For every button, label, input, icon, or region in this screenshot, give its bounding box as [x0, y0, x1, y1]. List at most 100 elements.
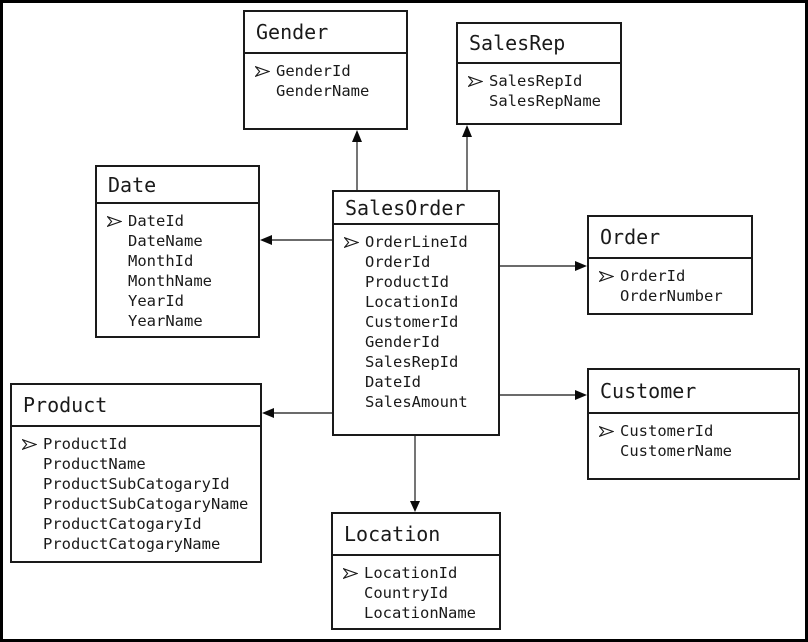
- table-gender-title: Gender: [245, 12, 406, 54]
- field-name: GenderId: [365, 333, 440, 351]
- field-row: DateName: [107, 231, 258, 251]
- table-gender[interactable]: Gender GenderId GenderName: [243, 10, 408, 130]
- field-row: SalesRepId: [344, 352, 498, 372]
- primary-key-icon: [599, 425, 620, 437]
- table-customer-title: Customer: [589, 370, 798, 414]
- field-row: CustomerName: [599, 441, 798, 461]
- field-name: ProductId: [365, 273, 449, 291]
- field-row: YearName: [107, 311, 258, 331]
- field-row: LocationId: [344, 292, 498, 312]
- field-row: CountryId: [343, 583, 499, 603]
- field-name: SalesRepId: [365, 353, 459, 371]
- field-row: OrderId: [599, 266, 751, 286]
- field-name: LocationId: [364, 564, 458, 582]
- table-location[interactable]: Location LocationId CountryId LocationNa…: [331, 512, 501, 630]
- field-row: DateId: [344, 372, 498, 392]
- primary-key-icon: [344, 236, 365, 248]
- field-name: ProductCatogaryId: [43, 515, 202, 533]
- table-salesorder-title: SalesOrder: [334, 192, 498, 225]
- field-name: ProductName: [43, 455, 146, 473]
- field-row: MonthId: [107, 251, 258, 271]
- relationship-arrow-gender: [352, 130, 362, 190]
- field-name: GenderId: [276, 62, 351, 80]
- field-name: GenderName: [276, 82, 370, 100]
- field-row: SalesRepId: [468, 71, 620, 91]
- field-name: OrderNumber: [620, 287, 723, 305]
- table-location-fields: LocationId CountryId LocationName: [333, 556, 499, 623]
- table-location-title: Location: [333, 514, 499, 556]
- relationship-arrow-order: [500, 261, 587, 271]
- field-name: ProductCatogaryName: [43, 535, 221, 553]
- field-name: YearId: [128, 292, 184, 310]
- field-name: MonthId: [128, 252, 194, 270]
- table-product[interactable]: Product ProductId ProductName ProductSub…: [10, 383, 262, 563]
- field-name: YearName: [128, 312, 203, 330]
- field-name: CustomerId: [365, 313, 459, 331]
- primary-key-icon: [468, 75, 489, 87]
- table-gender-fields: GenderId GenderName: [245, 54, 406, 101]
- table-salesorder[interactable]: SalesOrder OrderLineId OrderId ProductId…: [332, 190, 500, 436]
- primary-key-icon: [343, 567, 364, 579]
- field-name: CustomerName: [620, 442, 732, 460]
- field-row: ProductCatogaryName: [22, 534, 260, 554]
- field-name: SalesRepName: [489, 92, 601, 110]
- field-row: SalesRepName: [468, 91, 620, 111]
- field-row: ProductId: [344, 272, 498, 292]
- field-name: SalesRepId: [489, 72, 583, 90]
- table-customer[interactable]: Customer CustomerId CustomerName: [587, 368, 800, 480]
- table-order[interactable]: Order OrderId OrderNumber: [587, 215, 753, 315]
- relationship-arrow-salesrep: [462, 125, 472, 190]
- field-row: CustomerId: [599, 421, 798, 441]
- field-name: SalesAmount: [365, 393, 468, 411]
- primary-key-icon: [255, 65, 276, 77]
- table-salesrep[interactable]: SalesRep SalesRepId SalesRepName: [456, 22, 622, 125]
- table-salesrep-fields: SalesRepId SalesRepName: [458, 64, 620, 111]
- field-name: OrderId: [620, 267, 686, 285]
- field-name: OrderLineId: [365, 233, 468, 251]
- table-date-fields: DateId DateName MonthId MonthName YearId…: [97, 204, 258, 331]
- field-name: ProductId: [43, 435, 127, 453]
- relationship-arrow-customer: [500, 390, 587, 400]
- relationship-arrow-product: [262, 408, 334, 418]
- field-name: ProductSubCatogaryId: [43, 475, 230, 493]
- field-row: MonthName: [107, 271, 258, 291]
- field-row: CustomerId: [344, 312, 498, 332]
- field-row: DateId: [107, 211, 258, 231]
- table-date-title: Date: [97, 167, 258, 204]
- field-name: LocationId: [365, 293, 459, 311]
- field-row: ProductId: [22, 434, 260, 454]
- field-name: LocationName: [364, 604, 476, 622]
- table-product-title: Product: [12, 385, 260, 427]
- field-name: DateId: [128, 212, 184, 230]
- primary-key-icon: [22, 438, 43, 450]
- field-row: GenderId: [344, 332, 498, 352]
- table-date[interactable]: Date DateId DateName MonthId MonthName Y…: [95, 165, 260, 338]
- primary-key-icon: [107, 215, 128, 227]
- field-name: DateName: [128, 232, 203, 250]
- table-order-title: Order: [589, 217, 751, 259]
- table-product-fields: ProductId ProductName ProductSubCatogary…: [12, 427, 260, 554]
- field-name: CustomerId: [620, 422, 714, 440]
- relationship-arrow-date: [260, 235, 334, 245]
- field-row: OrderLineId: [344, 232, 498, 252]
- field-row: SalesAmount: [344, 392, 498, 412]
- field-row: OrderId: [344, 252, 498, 272]
- field-name: ProductSubCatogaryName: [43, 495, 249, 513]
- table-salesrep-title: SalesRep: [458, 24, 620, 64]
- field-row: ProductCatogaryId: [22, 514, 260, 534]
- field-row: ProductName: [22, 454, 260, 474]
- table-order-fields: OrderId OrderNumber: [589, 259, 751, 306]
- field-row: OrderNumber: [599, 286, 751, 306]
- field-row: ProductSubCatogaryName: [22, 494, 260, 514]
- field-row: ProductSubCatogaryId: [22, 474, 260, 494]
- field-row: GenderId: [255, 61, 406, 81]
- relationship-arrow-location: [410, 436, 420, 512]
- field-name: MonthName: [128, 272, 212, 290]
- field-row: LocationName: [343, 603, 499, 623]
- field-name: OrderId: [365, 253, 431, 271]
- table-customer-fields: CustomerId CustomerName: [589, 414, 798, 461]
- field-row: GenderName: [255, 81, 406, 101]
- field-name: DateId: [365, 373, 421, 391]
- field-name: CountryId: [364, 584, 448, 602]
